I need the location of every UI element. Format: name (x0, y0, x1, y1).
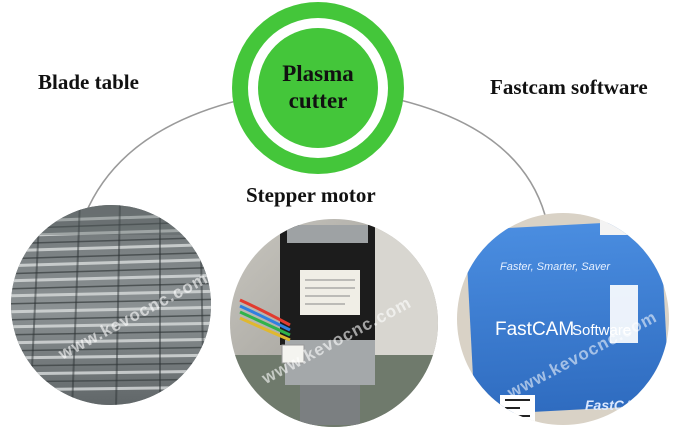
blade-table-photo: www.kevocnc.com (11, 205, 211, 405)
connector-arc (84, 99, 546, 216)
plasma-cutter-node (232, 2, 404, 174)
label-stepper-motor: Stepper motor (246, 183, 376, 207)
center-node-label: Plasma cutter (258, 60, 378, 114)
fastcam-tagline: Faster, Smarter, Saver (500, 261, 611, 273)
center-label-line1: Plasma (282, 61, 354, 86)
inner-disc (258, 28, 378, 148)
stepper-motor-photo: www.kevocnc.com (230, 219, 438, 427)
center-label-line2: cutter (288, 88, 348, 113)
fastcam-product-name: FastCAM (495, 319, 574, 340)
fastcam-software-word: Software (572, 322, 631, 339)
fastcam-bottom-logo: FastCAM (585, 397, 646, 413)
label-blade-table: Blade table (38, 70, 139, 94)
fastcam-photo: Faster, Smarter, Saver FastCAM Software … (457, 213, 669, 425)
label-fastcam-software: Fastcam software (490, 75, 648, 99)
